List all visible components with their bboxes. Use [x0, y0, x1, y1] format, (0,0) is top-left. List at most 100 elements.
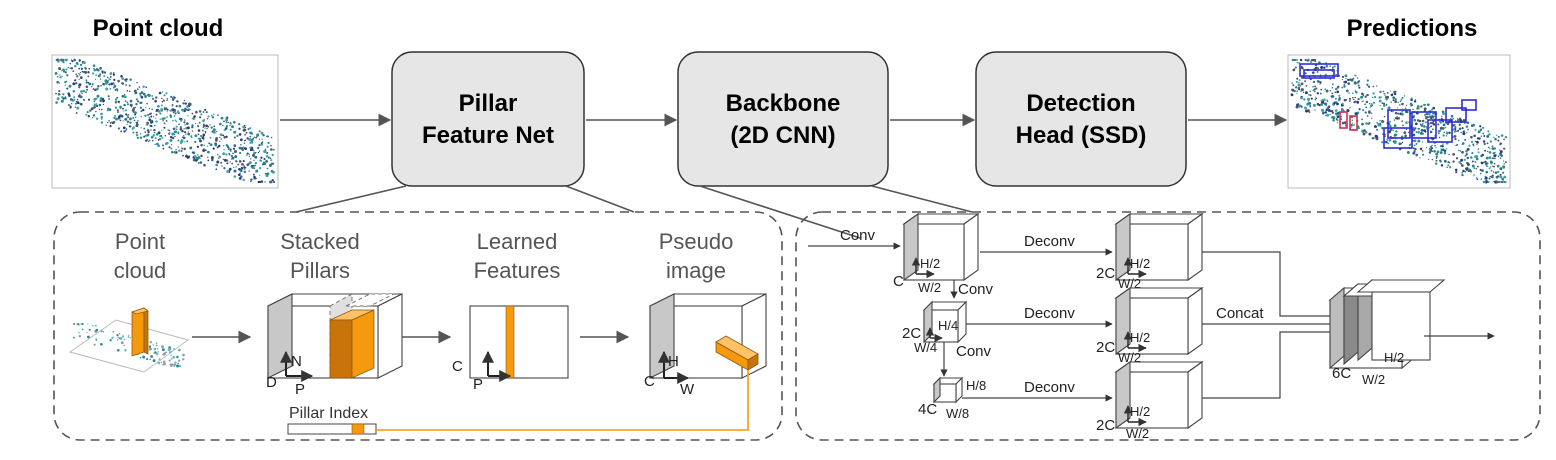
point: [232, 152, 234, 155]
point: [1335, 118, 1338, 121]
point: [1468, 144, 1471, 147]
point: [114, 98, 118, 101]
point: [1356, 77, 1359, 79]
point: [1487, 130, 1490, 133]
point: [1402, 124, 1404, 127]
point: [1335, 73, 1337, 76]
point: [59, 76, 62, 79]
point: [1417, 139, 1421, 143]
point: [57, 60, 60, 63]
point: [186, 108, 190, 112]
point: [1308, 111, 1311, 114]
point: [193, 115, 196, 118]
concat-w-label: W/2: [1362, 372, 1385, 387]
point: [238, 133, 242, 136]
point: [119, 107, 122, 110]
point: [1401, 112, 1404, 116]
point: [243, 170, 246, 174]
point: [1445, 132, 1449, 135]
point: [248, 161, 252, 165]
b1-c-label: C: [893, 273, 904, 290]
point: [239, 147, 242, 150]
d3-c-label: 2C: [1096, 417, 1115, 434]
point: [1400, 98, 1403, 101]
point: [1300, 105, 1303, 108]
point: [83, 61, 86, 64]
point: [103, 75, 106, 78]
point: [239, 143, 242, 146]
point: [156, 133, 159, 136]
point: [135, 102, 138, 106]
point: [161, 136, 164, 139]
point: [58, 82, 61, 84]
point: [200, 154, 203, 158]
point: [1466, 121, 1470, 125]
point: [99, 97, 103, 101]
conv-block-2: [922, 300, 968, 344]
point: [194, 140, 197, 144]
point: [87, 75, 90, 78]
point: [218, 157, 220, 159]
point: [204, 127, 206, 129]
point: [179, 140, 183, 144]
point: [132, 131, 135, 134]
point: [1317, 67, 1320, 70]
point: [129, 103, 133, 107]
point: [74, 106, 77, 109]
point: [263, 157, 266, 161]
point: [1499, 173, 1502, 176]
point: [175, 120, 178, 123]
point: [270, 159, 273, 162]
point: [129, 99, 133, 103]
point: [144, 131, 147, 133]
point: [107, 79, 110, 82]
point: [1309, 105, 1311, 108]
point: [81, 68, 83, 71]
point: [126, 114, 129, 117]
point: [144, 114, 147, 117]
pfn-point-cloud-label-1: Point: [115, 229, 165, 254]
conv-block-1: [902, 212, 980, 282]
point: [55, 101, 58, 104]
point: [175, 125, 178, 128]
point: [1305, 109, 1308, 113]
point: [158, 91, 162, 95]
point: [115, 117, 118, 121]
point: [265, 174, 268, 177]
point: [191, 124, 194, 127]
point: [192, 117, 196, 120]
point: [149, 347, 153, 351]
point: [73, 323, 76, 325]
point: [1457, 129, 1460, 132]
point: [1493, 154, 1497, 158]
point: [1405, 121, 1408, 125]
point: [1367, 85, 1371, 88]
point: [158, 358, 161, 361]
point: [100, 121, 104, 124]
point: [87, 323, 89, 325]
point: [79, 95, 83, 99]
point: [261, 181, 264, 183]
point: [123, 103, 126, 107]
point: [99, 78, 102, 80]
point: [87, 71, 90, 74]
point: [1491, 147, 1495, 150]
point: [1443, 131, 1446, 134]
point: [1331, 96, 1334, 99]
point: [206, 145, 208, 147]
point: [229, 161, 231, 163]
point: [172, 127, 176, 131]
point: [191, 130, 194, 132]
point: [1443, 152, 1447, 155]
point: [1394, 111, 1398, 115]
point: [84, 67, 87, 70]
point: [1503, 180, 1506, 184]
point: [1476, 143, 1478, 146]
point: [1336, 86, 1339, 89]
point: [1318, 103, 1321, 107]
point: [1389, 120, 1391, 123]
point: [222, 152, 226, 155]
point: [176, 355, 179, 359]
point: [1476, 140, 1479, 144]
point: [1381, 119, 1384, 123]
